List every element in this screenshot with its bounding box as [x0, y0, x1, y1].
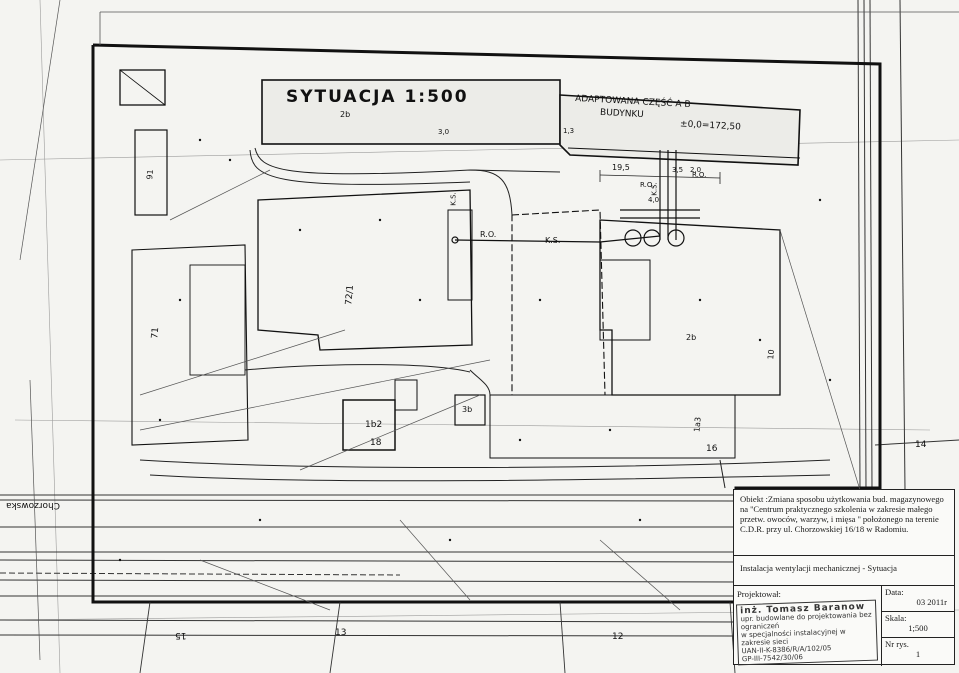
- drawing-number-cell: Nr rys. 1: [882, 638, 954, 666]
- lot-label-1b2: 1b2: [365, 420, 383, 430]
- title-block-object: Obiekt :Zmiana sposobu użytkowania bud. …: [734, 490, 954, 556]
- right-road: [857, 0, 959, 491]
- pipe-label-ro: R.O.: [480, 230, 497, 239]
- drawing-title: SYTUACJA 1:500: [286, 87, 469, 107]
- designer-cell: Projektował: inż. Tomasz Baranow upr. bu…: [734, 586, 882, 666]
- scale-value: 1;500: [908, 623, 928, 633]
- site-boundary: [91, 43, 882, 604]
- building-main: [261, 79, 561, 145]
- pipe-label-ro-2: R.O.: [692, 171, 707, 179]
- lot-label-72-1: 72/1: [344, 284, 356, 306]
- building-71: [131, 244, 249, 446]
- street-label: Chorzowska: [6, 500, 61, 510]
- title-block-installation: Instalacja wentylacji mechanicznej - Syt…: [734, 556, 954, 586]
- lot-label-12: 12: [612, 632, 624, 642]
- dimension-4-0: 4,0: [648, 196, 660, 204]
- building-left-91: [134, 129, 168, 216]
- lot-label-16: 16: [706, 444, 718, 454]
- street-band: [0, 494, 741, 637]
- lot-label-91: 91: [145, 169, 156, 180]
- object-description: Obiekt :Zmiana sposobu użytkowania bud. …: [740, 494, 944, 534]
- building-small-tl: [119, 69, 166, 106]
- building-central: [257, 189, 473, 351]
- lot-label-2b-right: 2b: [686, 333, 697, 342]
- date-cell: Data: 03 2011r: [882, 586, 954, 612]
- building-bottom-right: [489, 394, 736, 459]
- scale-cell: Skala: 1;500: [882, 612, 954, 638]
- title-block: Obiekt :Zmiana sposobu użytkowania bud. …: [733, 489, 955, 666]
- date-value: 03 2011r: [916, 597, 947, 607]
- pipe-label-ro-3: R.O.: [640, 181, 655, 189]
- lot-label-15: 15: [175, 630, 187, 640]
- pipe-label-ks-2: K.S.: [449, 192, 458, 206]
- building-1b2: [342, 399, 396, 451]
- lot-label-14: 14: [915, 440, 927, 450]
- lot-label-2b: 2b: [340, 110, 351, 119]
- lot-label-71: 71: [150, 326, 162, 340]
- designer-stamp: inż. Tomasz Baranow upr. budowlane do pr…: [735, 599, 879, 666]
- drawing-number-label: Nr rys.: [885, 639, 909, 649]
- lot-label-1a3: 1a3: [692, 416, 703, 433]
- lot-label-18: 18: [370, 438, 382, 448]
- dimension-1-3: 1,3: [563, 127, 575, 135]
- building-adapted: [559, 94, 801, 166]
- pipe-label-ks: K.S.: [545, 236, 561, 245]
- title-block-designer: Projektował: inż. Tomasz Baranow upr. bu…: [734, 586, 954, 666]
- dimension-3-5: 3,5: [672, 166, 684, 174]
- pipe-label-ks-3: K.S.: [650, 182, 659, 196]
- scale-label: Skala:: [885, 613, 907, 623]
- building-3b: [454, 394, 486, 426]
- dimension-2-0: 2,0: [690, 166, 702, 174]
- meta-cells: Data: 03 2011r Skala: 1;500 Nr rys. 1: [882, 586, 954, 666]
- lot-label-10: 10: [766, 349, 777, 360]
- building-right-hall: [599, 219, 781, 396]
- installation-description: Instalacja wentylacji mechanicznej - Syt…: [740, 563, 897, 573]
- date-label: Data:: [885, 587, 904, 597]
- lot-label-13: 13: [335, 628, 347, 638]
- designer-label: Projektował:: [737, 589, 781, 599]
- dimension-3-0: 3,0: [438, 128, 450, 136]
- drawing-number-value: 1: [915, 649, 921, 659]
- lot-label-3b: 3b: [462, 405, 473, 414]
- dimension-19-5: 19,5: [612, 163, 630, 172]
